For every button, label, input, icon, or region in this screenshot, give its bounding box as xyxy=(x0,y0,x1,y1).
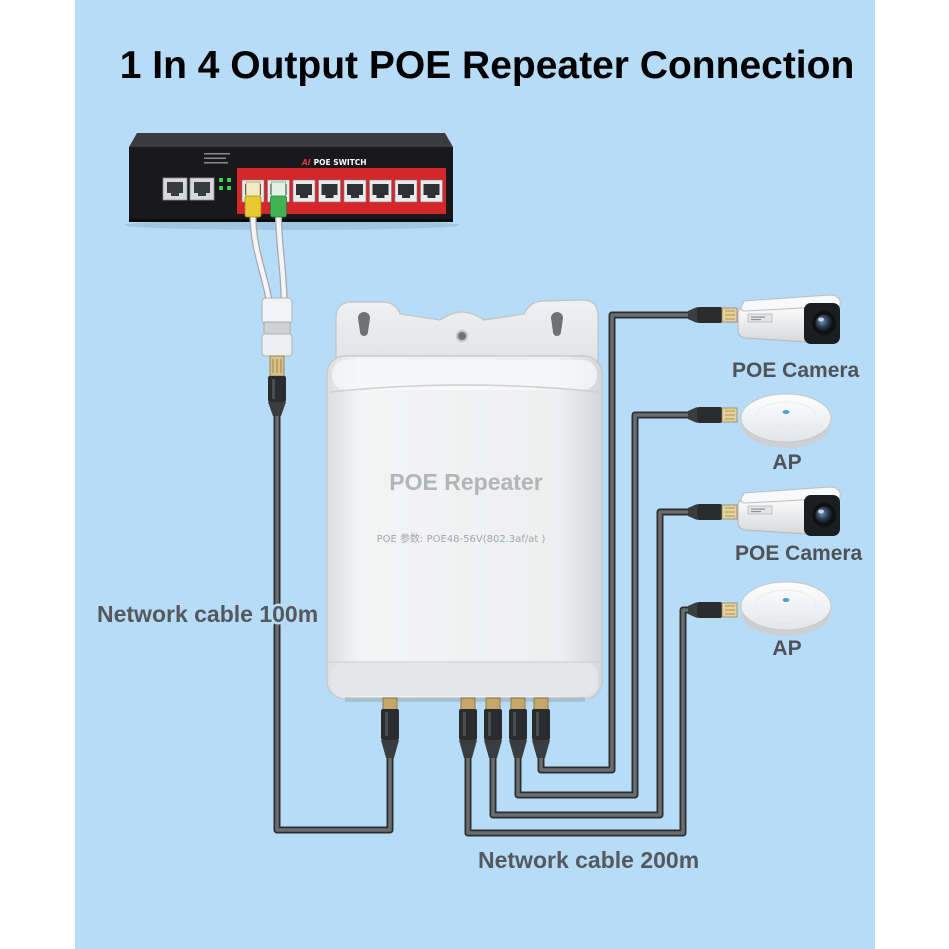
yellow-plug-icon xyxy=(244,181,262,218)
repeater-bottom-band xyxy=(331,663,598,696)
device-connector-4-icon xyxy=(688,602,738,618)
input-cable-100m xyxy=(273,412,394,834)
lan-port-1 xyxy=(162,177,188,201)
access-point-icon xyxy=(740,393,832,448)
access-point-2 xyxy=(740,581,832,636)
mounting-hole-center-icon xyxy=(456,330,468,342)
repeater-name: POE Repeater xyxy=(389,469,542,495)
device-connector-3-icon xyxy=(688,504,738,520)
output-cable-1 xyxy=(464,606,692,837)
switch-patch-cables xyxy=(249,212,288,304)
camera-icon xyxy=(737,486,841,536)
switch-legend-marks xyxy=(204,153,230,164)
switch-top-face xyxy=(129,133,453,147)
switch-shadow xyxy=(124,220,460,230)
poe-port-6 xyxy=(369,179,392,203)
repeater-housing xyxy=(326,355,603,700)
switch-bottom-edge xyxy=(129,219,453,222)
repeater-output-connector-3-icon xyxy=(509,697,527,758)
camera-icon xyxy=(737,294,841,344)
network-cables xyxy=(273,311,692,837)
device-label-1: POE Camera xyxy=(732,359,860,382)
output-cable-4 xyxy=(537,311,692,774)
poe-repeater: POE Repeater POE 参数: POE48-56V(802.3af/a… xyxy=(326,299,603,702)
output-cable-2 xyxy=(489,508,692,819)
repeater-lid-edge xyxy=(329,384,600,393)
device-label-2: AP xyxy=(772,451,801,474)
repeater-output-connector-2-icon xyxy=(484,697,502,758)
repeater-spec: POE 参数: POE48-56V(802.3af/at ) xyxy=(377,532,546,545)
green-plug-icon xyxy=(270,181,287,218)
poe-camera-2 xyxy=(737,486,841,536)
mounting-hole-left-icon xyxy=(358,312,370,336)
poe-camera-1 xyxy=(737,294,841,344)
poe-port-5 xyxy=(343,179,367,203)
input-cable-label: Network cable 100m xyxy=(97,601,318,627)
poe-port-8 xyxy=(420,179,443,203)
cable-coupler-icon xyxy=(261,297,293,357)
access-point-icon xyxy=(740,581,832,636)
status-led-icons xyxy=(219,178,231,190)
output-cable-3 xyxy=(514,411,692,799)
poe-port-3 xyxy=(292,179,316,203)
switch-brand: AI xyxy=(301,158,311,167)
mounting-hole-right-icon xyxy=(551,312,563,336)
repeater-lid-highlight xyxy=(332,360,597,390)
diagram-title: 1 In 4 Output POE Repeater Connection xyxy=(120,44,855,87)
device-label-3: POE Camera xyxy=(735,542,863,565)
repeater-output-connector-4-icon xyxy=(532,697,550,758)
poe-port-4 xyxy=(318,179,341,203)
switch-model: POE SWITCH xyxy=(314,158,367,167)
access-point-1 xyxy=(740,393,832,448)
poe-port-7 xyxy=(394,179,418,203)
repeater-input-connector-icon xyxy=(381,697,399,758)
device-label-4: AP xyxy=(772,637,801,660)
input-rj45-connector-icon xyxy=(268,355,286,416)
lan-port-2 xyxy=(189,177,215,201)
device-connector-1-icon xyxy=(688,307,738,323)
output-cable-label: Network cable 200m xyxy=(478,847,699,873)
repeater-output-connector-1-icon xyxy=(459,697,477,758)
device-connector-2-icon xyxy=(688,407,738,423)
